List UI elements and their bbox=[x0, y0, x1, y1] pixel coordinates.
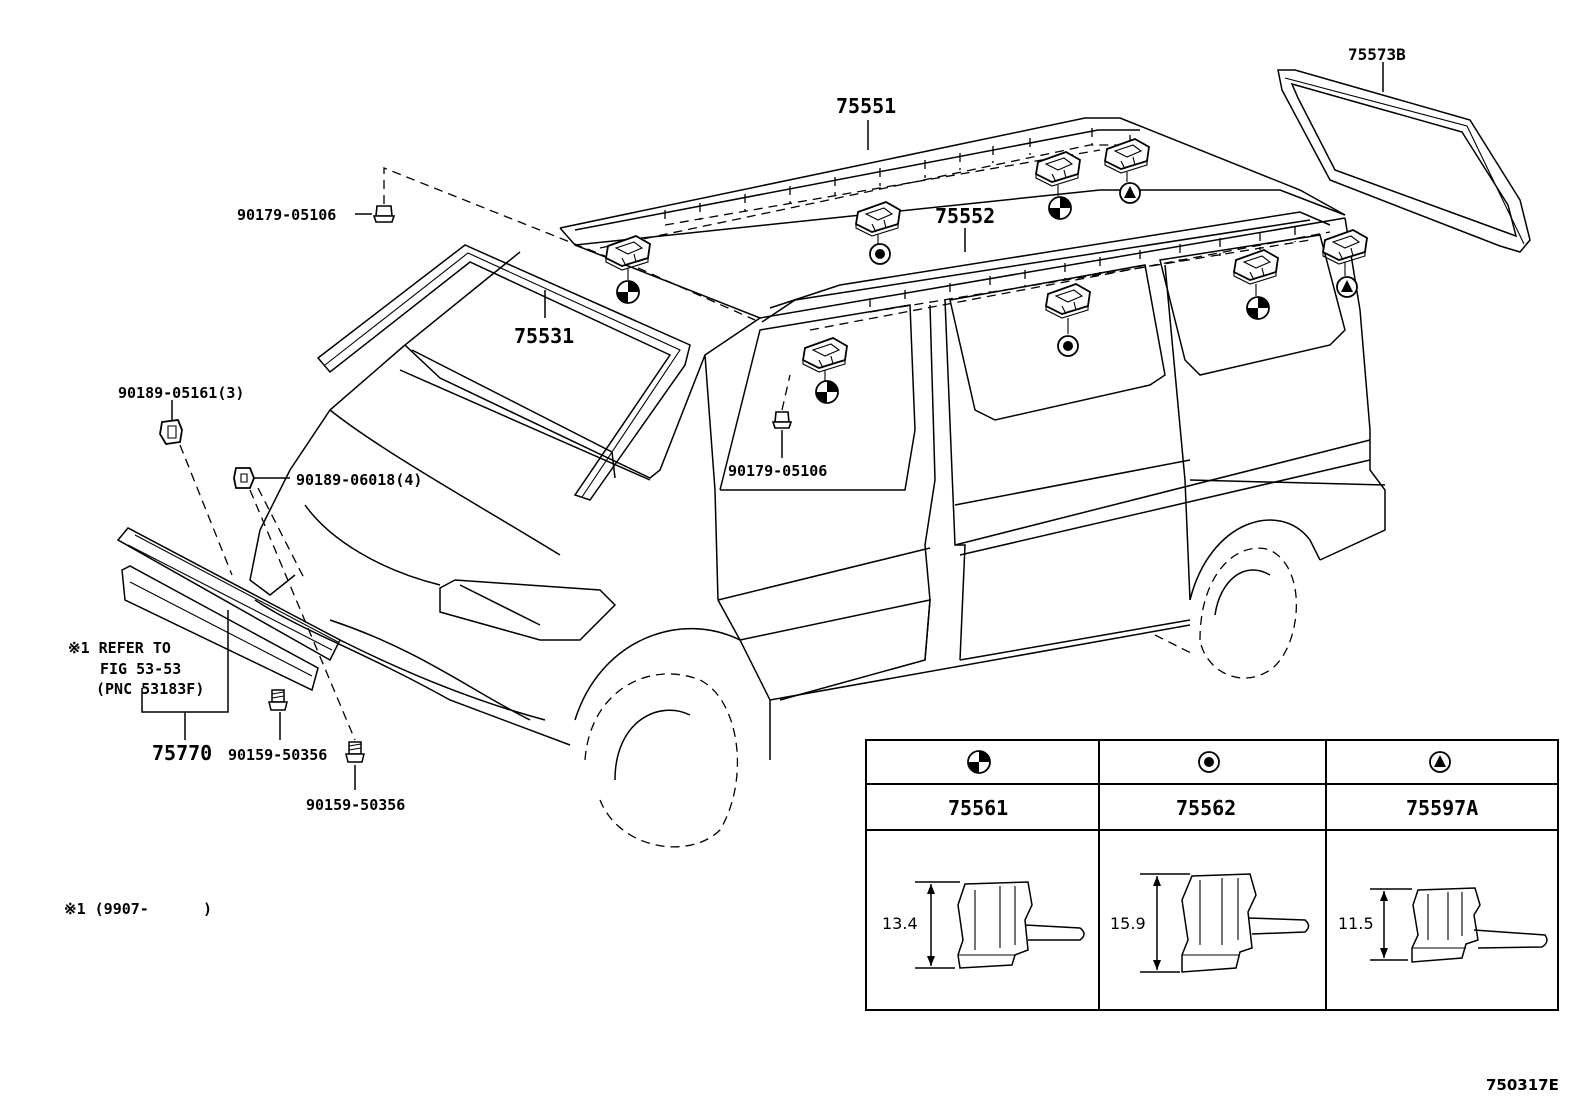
clip-75561-drawing bbox=[915, 881, 1085, 969]
label-75531: 75531 bbox=[514, 324, 574, 348]
table-triangle-circle-icon bbox=[1429, 751, 1451, 773]
windshield-moulding bbox=[316, 244, 691, 501]
dim-13-4: 13.4 bbox=[882, 914, 918, 933]
refer-note-line3: (PNC 53183F) bbox=[96, 680, 204, 698]
table-part-75562: 75562 bbox=[1176, 796, 1236, 820]
label-90189-05161: 90189-05161(3) bbox=[118, 384, 244, 402]
table-part-75561: 75561 bbox=[948, 796, 1008, 820]
label-75551: 75551 bbox=[836, 94, 896, 118]
grille-moulding bbox=[116, 527, 341, 692]
label-75552: 75552 bbox=[935, 204, 995, 228]
roof-clips bbox=[605, 138, 1368, 404]
leader-lines bbox=[141, 62, 1384, 790]
table-half-circle-icon bbox=[967, 750, 991, 774]
label-90179-mid: 90179-05106 bbox=[728, 462, 827, 480]
label-90159-b: 90159-50356 bbox=[306, 796, 405, 814]
table-part-75597a: 75597A bbox=[1406, 796, 1478, 820]
back-door-moulding bbox=[1277, 69, 1531, 253]
clip-75597a-drawing bbox=[1370, 887, 1548, 963]
van-body bbox=[249, 117, 1386, 848]
dim-11-5: 11.5 bbox=[1338, 914, 1374, 933]
part-labels: 75573B 75551 75552 75531 90179-05106 901… bbox=[118, 45, 1406, 814]
refer-note: ※1 REFER TO FIG 53-53 (PNC 53183F) bbox=[68, 639, 204, 698]
fasteners bbox=[159, 205, 793, 763]
footnote: ※1 (9907- ) bbox=[64, 900, 212, 918]
clip-75562-drawing bbox=[1140, 873, 1310, 973]
refer-note-line1: ※1 REFER TO bbox=[68, 639, 171, 657]
label-90179-top: 90179-05106 bbox=[237, 206, 336, 224]
clip-table: 75561 75562 75597A 13.4 15.9 bbox=[865, 739, 1559, 1011]
dim-15-9: 15.9 bbox=[1110, 914, 1146, 933]
label-90189-06018: 90189-06018(4) bbox=[296, 471, 422, 489]
label-90159-a: 90159-50356 bbox=[228, 746, 327, 764]
table-dot-circle-icon bbox=[1198, 751, 1220, 773]
refer-note-line2: FIG 53-53 bbox=[100, 660, 181, 678]
figure-code: 750317E bbox=[1486, 1076, 1559, 1094]
label-75573b: 75573B bbox=[1348, 45, 1406, 64]
label-75770: 75770 bbox=[152, 741, 212, 765]
